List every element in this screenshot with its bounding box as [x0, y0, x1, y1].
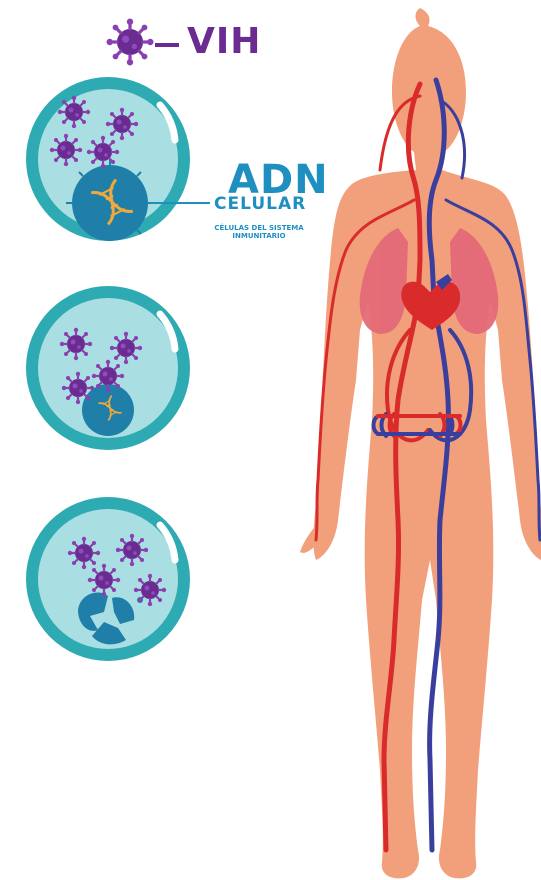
virus-icon [107, 19, 154, 66]
virus [106, 108, 138, 140]
legend-dash [155, 43, 179, 47]
virus-label: VIH [187, 24, 261, 60]
virus [68, 537, 100, 569]
virus [58, 96, 90, 128]
human-body [300, 8, 541, 878]
dna-caption-line1: CÉLULAS DEL SISTEMA [207, 224, 311, 232]
cell-stage-3 [26, 497, 190, 661]
virus [116, 534, 148, 566]
dna-caption: CÉLULAS DEL SISTEMA INMUNITARIO [207, 224, 311, 241]
dna-subtitle: CELULAR [214, 196, 306, 213]
virus [87, 136, 119, 168]
virus [110, 332, 142, 364]
cell-stage-2 [26, 286, 190, 450]
virus [60, 328, 92, 360]
dna-caption-line2: INMUNITARIO [207, 232, 311, 240]
virus [88, 564, 120, 596]
virus [50, 134, 82, 166]
virus [134, 574, 166, 606]
cell-stage-1 [26, 77, 210, 241]
virus [92, 360, 124, 392]
virus [62, 372, 94, 404]
